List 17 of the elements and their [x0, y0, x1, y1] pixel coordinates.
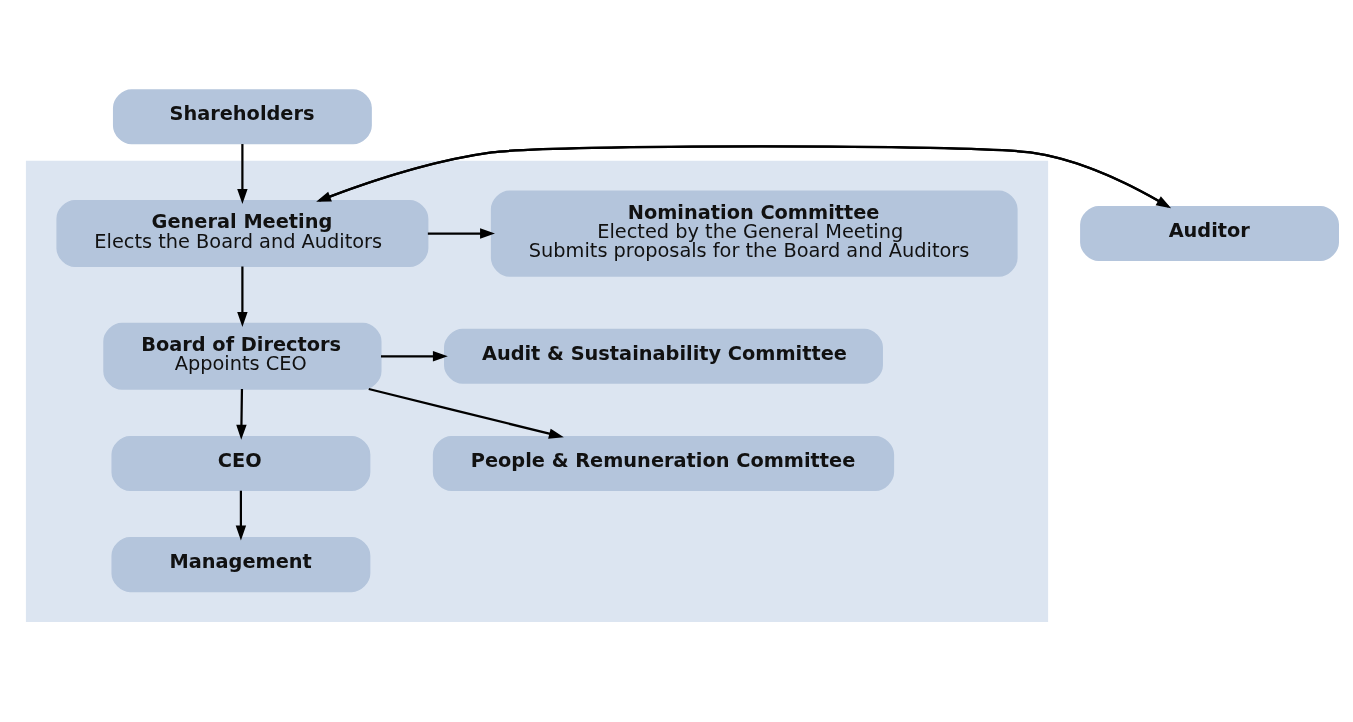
node-box: General Meeting Elects the Board and Auditors	[56, 199, 429, 267]
node-box: CEO	[111, 435, 371, 491]
arrow	[427, 227, 495, 239]
node-box: Board of Directors Appoints CEO	[103, 322, 382, 390]
node-box: Auditor	[1080, 205, 1339, 261]
arrow	[237, 266, 248, 327]
arrow	[235, 490, 247, 541]
node-box: Audit & Sustainability Committee	[444, 328, 883, 384]
node-box: Shareholders	[112, 88, 372, 144]
cluster	[25, 160, 1049, 622]
node-box: Nomination Committee Elected by the General Meeting Submits proposals for the Board and Auditors	[490, 189, 1018, 277]
arrow	[381, 350, 448, 361]
node-box: Management	[111, 536, 371, 592]
arrow	[236, 388, 247, 440]
arrow	[237, 143, 248, 204]
node-box: People & Remuneration Committee	[432, 435, 895, 491]
arrow	[368, 387, 564, 439]
